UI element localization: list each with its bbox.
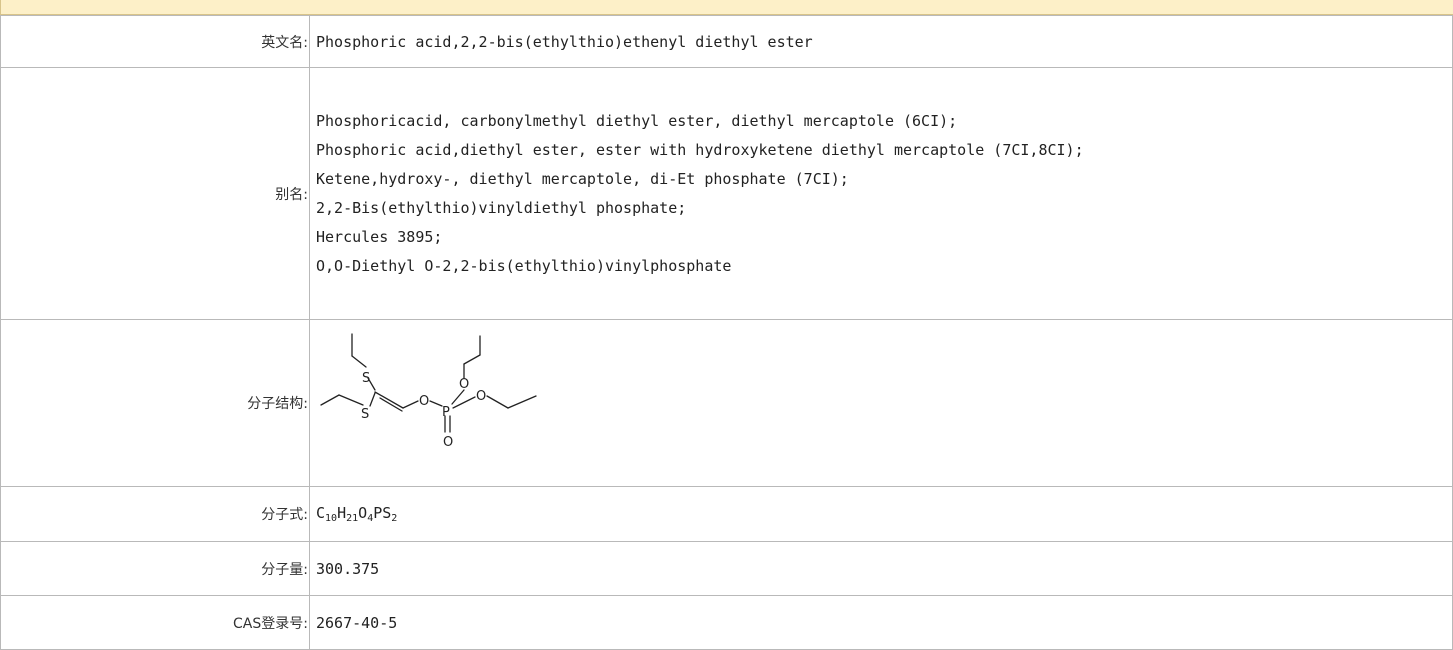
formula-o: O [358, 504, 368, 522]
aliases-label: 别名: [0, 67, 310, 320]
row-cas: CAS登录号: 2667-40-5 [0, 595, 1453, 650]
alias-item: 2,2-Bis(ethylthio)vinyldiethyl phosphate… [316, 198, 687, 217]
molecular-weight-label: 分子量: [0, 541, 310, 596]
formula-ps: PS [373, 504, 392, 522]
cas-label: CAS登录号: [0, 595, 310, 650]
atom-o-vinyl: O [419, 394, 429, 409]
formula-h-count: 21 [346, 513, 359, 524]
formula-label: 分子式: [0, 486, 310, 542]
aliases-value: Phosphoricacid, carbonylmethyl diethyl e… [309, 67, 1453, 320]
atom-o-double: O [443, 435, 453, 450]
section-header-bar [0, 0, 1453, 15]
atom-o-right: O [476, 389, 486, 404]
english-name-label: 英文名: [0, 15, 310, 68]
cas-value: 2667-40-5 [309, 595, 1453, 650]
molecular-weight-value: 300.375 [309, 541, 1453, 596]
alias-item: Ketene,hydroxy-, diethyl mercaptole, di-… [316, 169, 849, 188]
atom-o-up: O [459, 377, 469, 392]
formula-h: H [337, 504, 347, 522]
atom-s-upper: S [362, 371, 370, 386]
row-formula: 分子式: C10H21O4PS2 [0, 486, 1453, 542]
formula-s-count: 2 [391, 513, 398, 524]
alias-item: Phosphoricacid, carbonylmethyl diethyl e… [316, 111, 958, 130]
alias-item: Hercules 3895; [316, 227, 443, 246]
structure-value: S S O P O O O [309, 319, 1453, 487]
alias-item: Phosphoric acid,diethyl ester, ester wit… [316, 140, 1084, 159]
compound-info-table: 英文名: Phosphoric acid,2,2-bis(ethylthio)e… [0, 15, 1453, 650]
molecular-structure-image: S S O P O O O [320, 333, 537, 450]
row-molecular-weight: 分子量: 300.375 [0, 541, 1453, 596]
structure-label: 分子结构: [0, 319, 310, 487]
formula-value: C10H21O4PS2 [309, 486, 1453, 542]
atom-s-lower: S [361, 407, 369, 422]
formula-c: C [316, 504, 326, 522]
formula-c-count: 10 [325, 513, 338, 524]
english-name-value: Phosphoric acid,2,2-bis(ethylthio)etheny… [309, 15, 1453, 68]
formula-o-count: 4 [367, 513, 374, 524]
row-english-name: 英文名: Phosphoric acid,2,2-bis(ethylthio)e… [0, 15, 1453, 68]
row-aliases: 别名: Phosphoricacid, carbonylmethyl dieth… [0, 67, 1453, 320]
atom-p: P [442, 405, 450, 420]
alias-item: O,O-Diethyl O-2,2-bis(ethylthio)vinylpho… [316, 256, 732, 275]
row-structure: 分子结构: [0, 319, 1453, 487]
